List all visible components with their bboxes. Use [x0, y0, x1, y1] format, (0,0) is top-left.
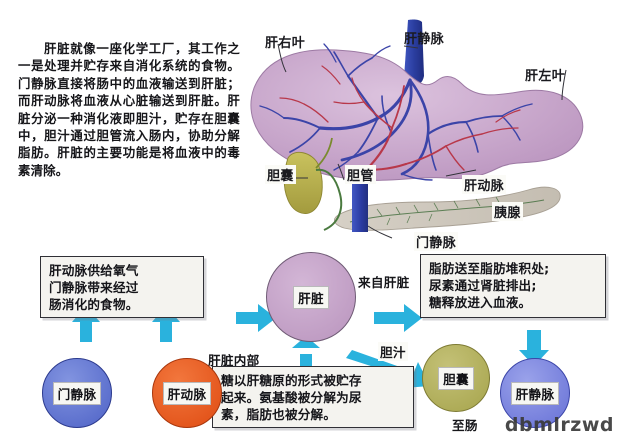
arrow-box-to-liver — [236, 304, 276, 332]
from-liver-label: 来自肝脏 — [358, 275, 410, 290]
label-hepatic-vein: 肝静脉 — [404, 32, 445, 47]
bile-label: 胆汁 — [378, 342, 408, 361]
label-pancreas: 胰腺 — [492, 202, 523, 221]
pancreas-organ — [334, 186, 561, 231]
output-products-box: 脂肪送至脂肪堆积处; 尿素通过肾脏排出; 糖释放进入血液。 — [420, 254, 606, 318]
hepatic-vein-node-label: 肝静脉 — [510, 381, 560, 405]
watermark: dbmlrzwd — [504, 414, 614, 436]
intro-paragraph: 肝脏就像一座化学工厂，其工作之一是处理并贮存来自消化系统的食物。门静脉直接将肠中… — [18, 41, 240, 178]
arrow-inside-head — [292, 336, 320, 348]
portal-vein-node[interactable]: 门静脉 — [42, 358, 112, 428]
portal-vein-node-label: 门静脉 — [52, 381, 102, 405]
liver-node[interactable]: 肝脏 — [266, 252, 356, 342]
bile-duct-vessel — [315, 168, 343, 231]
inside-liver-heading: 肝脏内部 — [208, 353, 260, 368]
portal-vein-vessel — [352, 168, 368, 232]
label-gallbladder: 胆囊 — [265, 165, 296, 184]
inside-liver-text: 糖以肝糖原的形式被贮存 起来。氨基酸被分解为尿 素，脂肪也被分解。 — [221, 373, 362, 422]
label-hepatic-artery: 肝动脉 — [462, 175, 507, 194]
hepatic-vein-node[interactable]: 肝静脉 — [500, 358, 570, 428]
inside-liver-box: 糖以肝糖原的形式被贮存 起来。氨基酸被分解为尿 素，脂肪也被分解。 — [212, 366, 414, 428]
label-portal-vein: 门静脉 — [414, 232, 459, 251]
label-left-lobe: 肝左叶 — [525, 69, 566, 84]
input-conditions-box: 肝动脉供给氧气 门静脉带来经过 肠消化的食物。 — [40, 256, 204, 318]
liver-node-label: 肝脏 — [293, 285, 329, 309]
output-products-text: 脂肪送至脂肪堆积处; 尿素通过肾脏排出; 糖释放进入血液。 — [429, 261, 550, 310]
label-right-lobe: 肝右叶 — [265, 36, 306, 51]
arrow-liver-to-output — [374, 304, 422, 332]
liver-anatomy-illustration — [250, 19, 584, 239]
hepatic-vein-trunk — [404, 19, 424, 87]
label-bile-duct: 胆管 — [345, 165, 376, 184]
hepatic-artery-node[interactable]: 肝动脉 — [152, 358, 222, 428]
gallbladder-node-label: 胆囊 — [438, 366, 474, 390]
hepatic-artery-node-label: 肝动脉 — [162, 381, 212, 405]
gallbladder-node[interactable]: 胆囊 — [422, 344, 490, 412]
input-conditions-text: 肝动脉供给氧气 门静脉带来经过 肠消化的食物。 — [49, 263, 139, 312]
arrow-output-to-vein — [519, 330, 549, 366]
to-intestine-label: 至肠 — [452, 418, 478, 433]
